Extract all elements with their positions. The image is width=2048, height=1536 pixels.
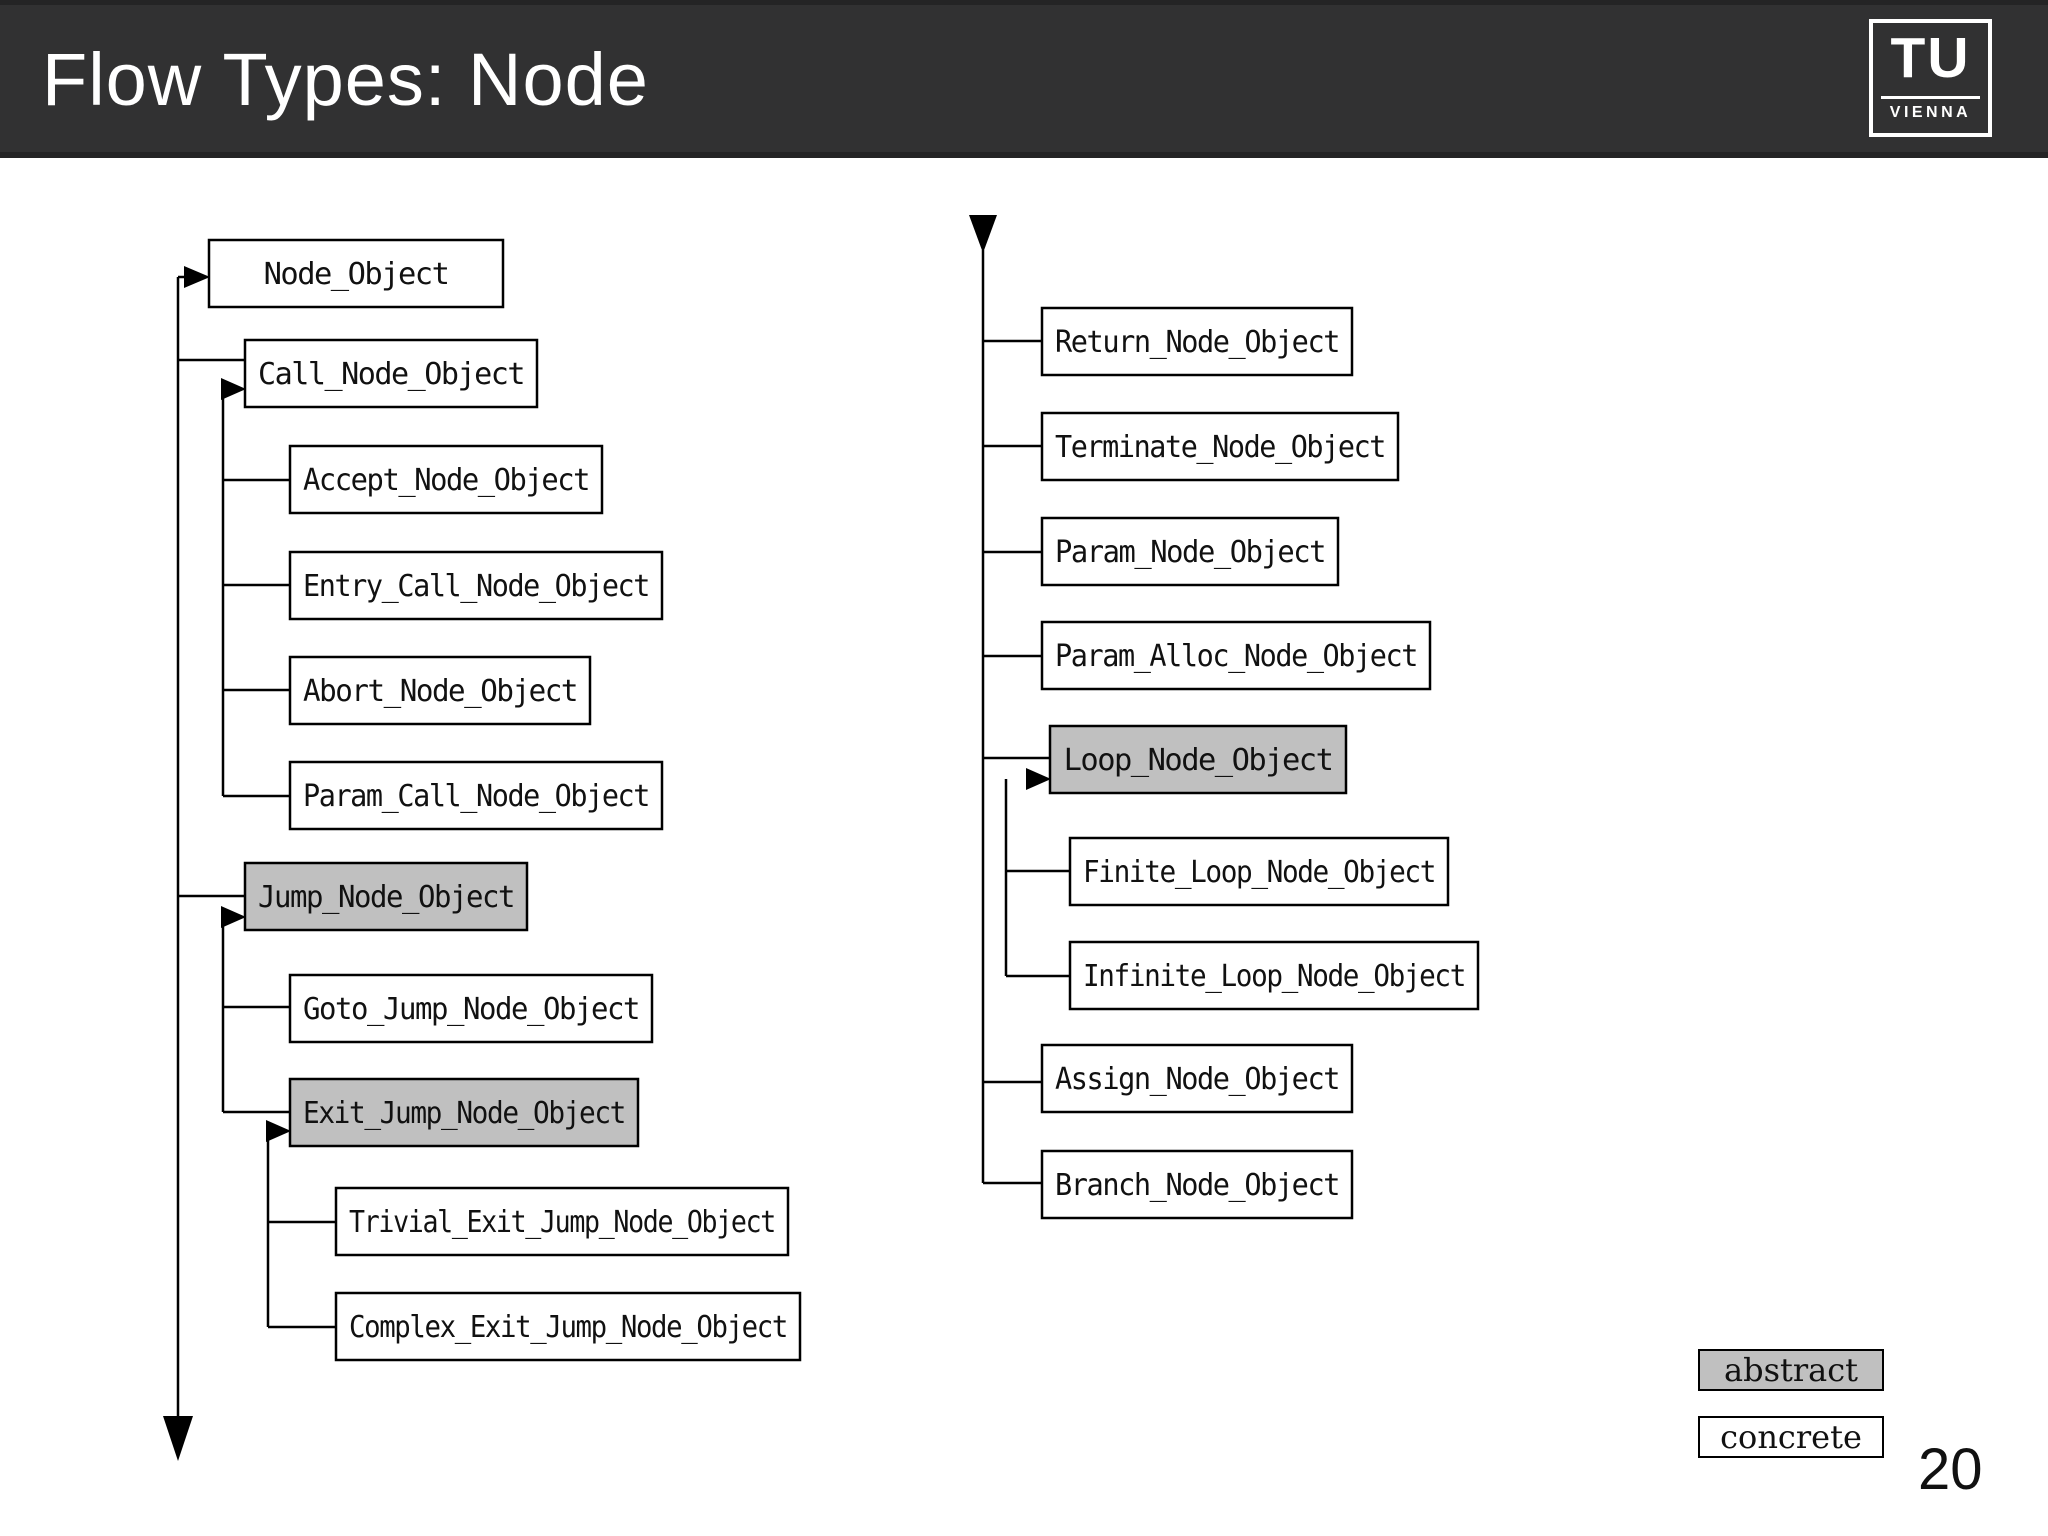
node-box-node_object [207, 238, 505, 309]
header-bar: Flow Types: Node TU VIENNA [0, 0, 2048, 158]
node-label-branch: Branch_Node_Object [1055, 1168, 1339, 1203]
node-box-param [1040, 516, 1340, 587]
tu-vienna-logo: TU VIENNA [1869, 19, 1992, 137]
node-label-trivial: Trivial_Exit_Jump_Node_Object [349, 1205, 775, 1240]
arrowhead-into-jump [221, 906, 246, 928]
node-box-return [1040, 306, 1354, 377]
node-box-complex [334, 1291, 802, 1362]
node-label-finite: Finite_Loop_Node_Object [1083, 855, 1435, 890]
node-box-finite [1068, 836, 1450, 907]
node-box-loop [1048, 724, 1348, 795]
node-box-jump [243, 861, 529, 932]
node-label-assign: Assign_Node_Object [1055, 1062, 1339, 1097]
node-label-node_object: Node_Object [264, 257, 449, 292]
node-label-param_call: Param_Call_Node_Object [303, 779, 649, 814]
arrowhead-into-loop [1026, 768, 1051, 790]
node-label-complex: Complex_Exit_Jump_Node_Object [349, 1310, 787, 1345]
node-label-goto: Goto_Jump_Node_Object [303, 992, 639, 1027]
node-box-param_call [288, 760, 664, 831]
node-label-jump: Jump_Node_Object [258, 880, 514, 915]
node-label-call: Call_Node_Object [258, 357, 524, 392]
logo-acronym: TU [1890, 26, 1971, 90]
node-box-entry_call [288, 550, 664, 621]
node-box-abort [288, 655, 592, 726]
slide-title: Flow Types: Node [42, 37, 649, 121]
trunk-continuation-arrow-down [163, 1416, 193, 1461]
logo-city: VIENNA [1889, 104, 1972, 121]
node-box-assign [1040, 1043, 1354, 1114]
node-box-exit [288, 1077, 640, 1148]
node-box-param_alloc [1040, 620, 1432, 691]
arrowhead-into-node-object [184, 266, 210, 288]
node-label-infinite: Infinite_Loop_Node_Object [1083, 959, 1465, 994]
node-label-terminate: Terminate_Node_Object [1055, 430, 1385, 465]
node-label-abort: Abort_Node_Object [303, 674, 577, 709]
logo-divider [1881, 96, 1980, 99]
node-label-param_alloc: Param_Alloc_Node_Object [1055, 639, 1417, 674]
node-label-loop: Loop_Node_Object [1064, 743, 1333, 778]
arrowhead-into-call [221, 378, 246, 400]
node-box-branch [1040, 1149, 1354, 1220]
legend-concrete-box: concrete [1698, 1416, 1884, 1458]
node-box-call [243, 338, 539, 409]
node-box-infinite [1068, 940, 1480, 1011]
legend-abstract-box: abstract [1698, 1349, 1884, 1391]
node-label-exit: Exit_Jump_Node_Object [303, 1096, 625, 1131]
page-number: 20 [1918, 1437, 1983, 1502]
node-box-terminate [1040, 411, 1400, 482]
node-label-accept: Accept_Node_Object [303, 463, 589, 498]
node-box-trivial [334, 1186, 790, 1257]
node-label-entry_call: Entry_Call_Node_Object [303, 569, 649, 604]
node-box-goto [288, 973, 654, 1044]
trunk-continuation-arrow-top [969, 215, 997, 253]
node-label-return: Return_Node_Object [1055, 325, 1339, 360]
node-box-accept [288, 444, 604, 515]
node-label-param: Param_Node_Object [1055, 535, 1325, 570]
arrowhead-into-exit [266, 1120, 291, 1142]
